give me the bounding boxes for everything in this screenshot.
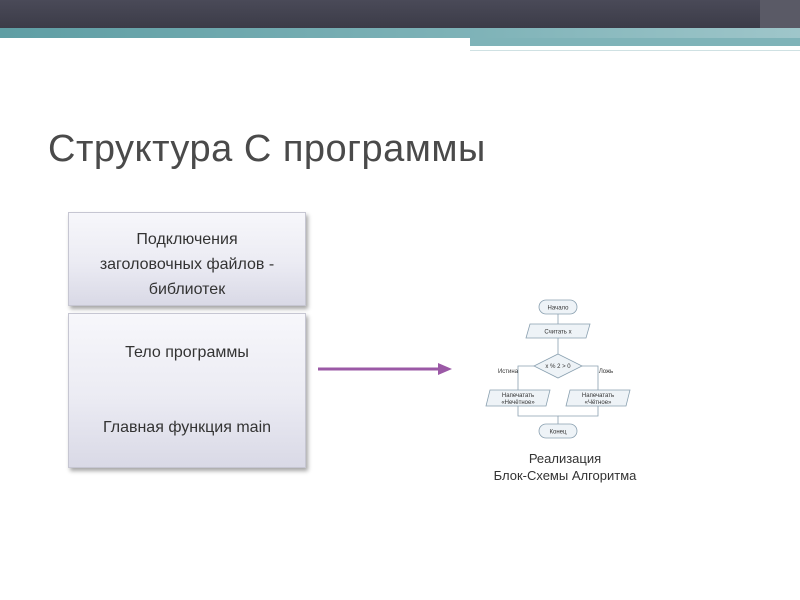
right-arrow-icon: [318, 363, 452, 375]
flowchart-read-node: [525, 323, 591, 339]
flowchart-end-label: Конец: [550, 430, 567, 436]
flowchart-print-odd-line1: Напечатать: [502, 393, 534, 399]
body-box-line1: Тело программы: [125, 344, 249, 361]
caption-line1: Реализация: [528, 451, 602, 466]
flowchart-print-even-line1: Напечатать: [582, 393, 614, 399]
headers-box: Подключения заголовочных файлов - библио…: [68, 212, 306, 306]
body-box-line2: Главная функция main: [102, 419, 272, 436]
slide-title: Структура C программы: [48, 128, 486, 170]
flowchart-end-node: [538, 423, 578, 439]
top-bar: [0, 0, 800, 28]
top-bar-accent: [760, 0, 800, 28]
flowchart-read-label: Считать x: [544, 330, 571, 336]
flowchart-caption: Реализация Блок-Схемы Алгоритма: [470, 450, 660, 484]
flowchart-print-odd-line2: «Нечётное»: [501, 400, 535, 406]
body-box: Тело программы Главная функция main: [68, 313, 306, 468]
flowchart: Начало Считать x x % 2 > 0 Истина Ложь Н…: [485, 299, 631, 439]
headers-box-line3: библиотек: [148, 281, 226, 298]
flowchart-print-even-node: [565, 389, 631, 407]
caption-line2: Блок-Схемы Алгоритма: [493, 468, 637, 483]
flowchart-false-label: Ложь: [599, 369, 613, 375]
flowchart-decision-node: [533, 353, 583, 379]
decorative-line: [470, 50, 800, 51]
flowchart-print-even-line2: «Чётное»: [585, 400, 612, 406]
flowchart-print-odd-node: [485, 389, 551, 407]
flowchart-true-label: Истина: [498, 369, 519, 375]
decorative-stripe: [0, 28, 800, 38]
flowchart-decision-label: x % 2 > 0: [545, 364, 571, 370]
headers-box-line1: Подключения: [136, 231, 238, 248]
headers-box-line2: заголовочных файлов -: [99, 256, 275, 273]
flowchart-start-label: Начало: [548, 306, 570, 312]
decorative-stripe-secondary: [470, 38, 800, 46]
